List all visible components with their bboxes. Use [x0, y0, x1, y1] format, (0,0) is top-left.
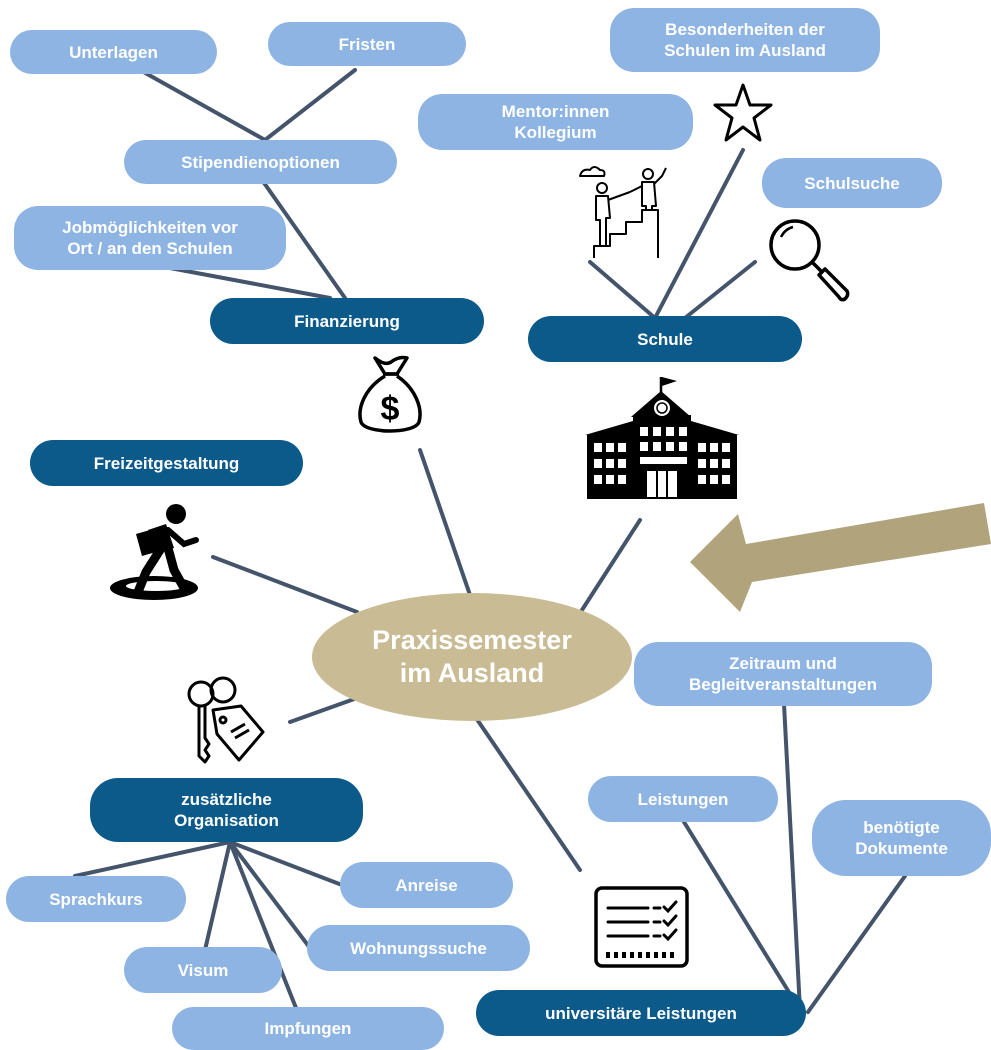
topic-mentor-kollegium: Mentor:innen Kollegium [418, 94, 693, 150]
category-zusaetzliche-organisation: zusätzliche Organisation [90, 778, 363, 842]
topic-schulsuche: Schulsuche [762, 158, 942, 208]
topic-anreise: Anreise [340, 862, 513, 908]
category-schule: Schule [528, 316, 802, 362]
topic-unterlagen: Unterlagen [10, 30, 217, 74]
money-bag-icon: $ [358, 355, 422, 433]
topic-wohnungssuche: Wohnungssuche [307, 925, 530, 971]
topic-zeitraum: Zeitraum und Begleitveranstaltungen [634, 642, 932, 706]
topic-impfungen: Impfungen [172, 1007, 444, 1050]
topic-besonderheiten: Besonderheiten der Schulen im Ausland [610, 8, 880, 72]
topic-fristen: Fristen [268, 22, 466, 66]
star-icon [713, 83, 773, 142]
center-node: Praxissemester im Ausland [312, 593, 632, 721]
topic-stipendienoptionen: Stipendienoptionen [124, 140, 397, 184]
mentor-stairs-icon [579, 166, 667, 258]
hiker-icon [110, 504, 199, 600]
school-building-icon [585, 377, 739, 499]
topic-jobmoeglichkeiten: Jobmöglichkeiten vor Ort / an den Schule… [14, 206, 286, 270]
topic-leistungen: Leistungen [588, 776, 778, 822]
keys-icon [187, 676, 265, 764]
topic-sprachkurs: Sprachkurs [6, 876, 186, 922]
topic-benoetigte-dokumente: benötigte Dokumente [812, 800, 991, 876]
checklist-icon [594, 886, 689, 968]
category-universitaere-leistungen: universitäre Leistungen [476, 990, 806, 1036]
magnifier-icon [769, 219, 850, 302]
svg-text:$: $ [381, 390, 400, 428]
category-freizeitgestaltung: Freizeitgestaltung [30, 440, 303, 486]
category-finanzierung: Finanzierung [210, 298, 484, 344]
arrow-icon [690, 503, 991, 612]
topic-visum: Visum [124, 947, 282, 993]
